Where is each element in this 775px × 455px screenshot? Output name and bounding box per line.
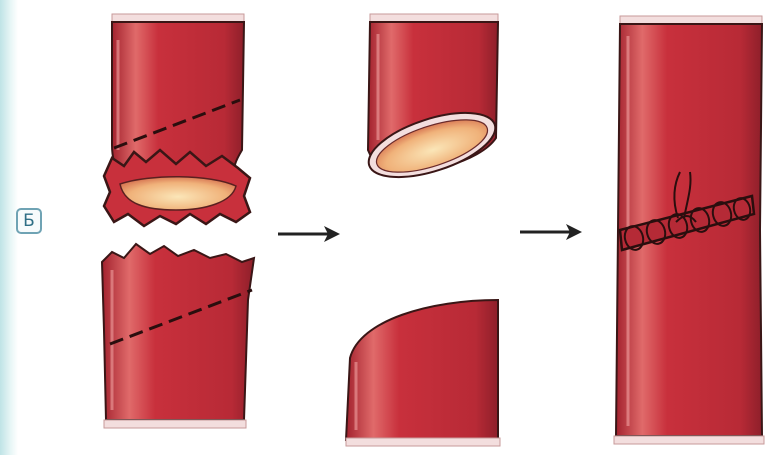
panel-label: Б [16,208,42,234]
trimmed-vessel-lower-end [346,300,500,446]
torn-vessel-upper-end [104,14,250,226]
right-arrow-icon [278,226,340,242]
torn-vessel-lower-end [102,244,254,428]
sutured-vessel [614,16,764,444]
trimmed-vessel-upper-end [361,14,503,190]
right-arrow-icon [520,224,582,240]
